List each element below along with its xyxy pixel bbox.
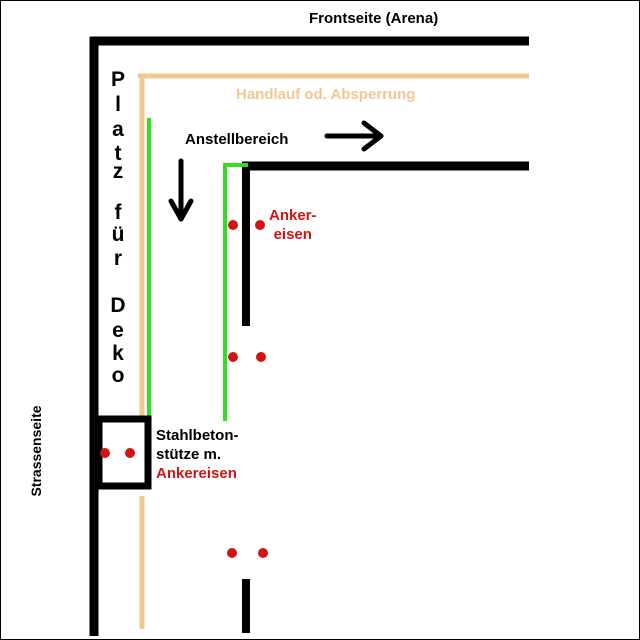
pillar-label-line3: Ankereisen [156,465,237,482]
queue-area-label: Anstellbereich [185,131,289,148]
pillar-label-line1: Stahlbeton- [156,427,239,444]
deko-letter: a [112,118,124,141]
anchor-dot [258,548,268,558]
anchor-dot [100,448,110,458]
deko-letter: D [110,294,126,317]
deko-letter: P [110,68,126,91]
deko-letter: r [113,247,123,270]
pillar-label: Stahlbeton- stütze m. Ankereisen [156,426,239,483]
deko-letter: z [112,160,124,183]
anchor-dot [125,448,135,458]
anchor-dot [228,352,238,362]
anchor-dot [227,548,237,558]
anchor-dot [256,352,266,362]
anchor-dot [228,220,238,230]
deko-letter: t [114,142,122,165]
pillar-label-line2: stütze m. [156,446,222,463]
deko-letter: k [112,342,124,365]
anchor-dot [255,220,265,230]
handrail-label: Handlauf od. Absperrung [236,86,416,103]
deko-letter: ü [111,223,125,246]
deko-letter: l [115,93,121,116]
concrete-pillar [95,415,152,490]
deko-letter: f [114,201,122,224]
anchor-iron-label-line2: eisen [273,226,312,243]
anchor-iron-label-line1: Anker- [269,207,317,224]
arrow-right-icon [324,120,384,152]
deko-letter: e [112,319,124,342]
arrow-down-icon [168,158,194,222]
deko-letter: o [111,364,125,387]
front-side-label: Frontseite (Arena) [309,10,439,27]
anchor-iron-label: Anker- eisen [269,206,317,244]
street-side-label: Strassenseite [28,405,44,497]
